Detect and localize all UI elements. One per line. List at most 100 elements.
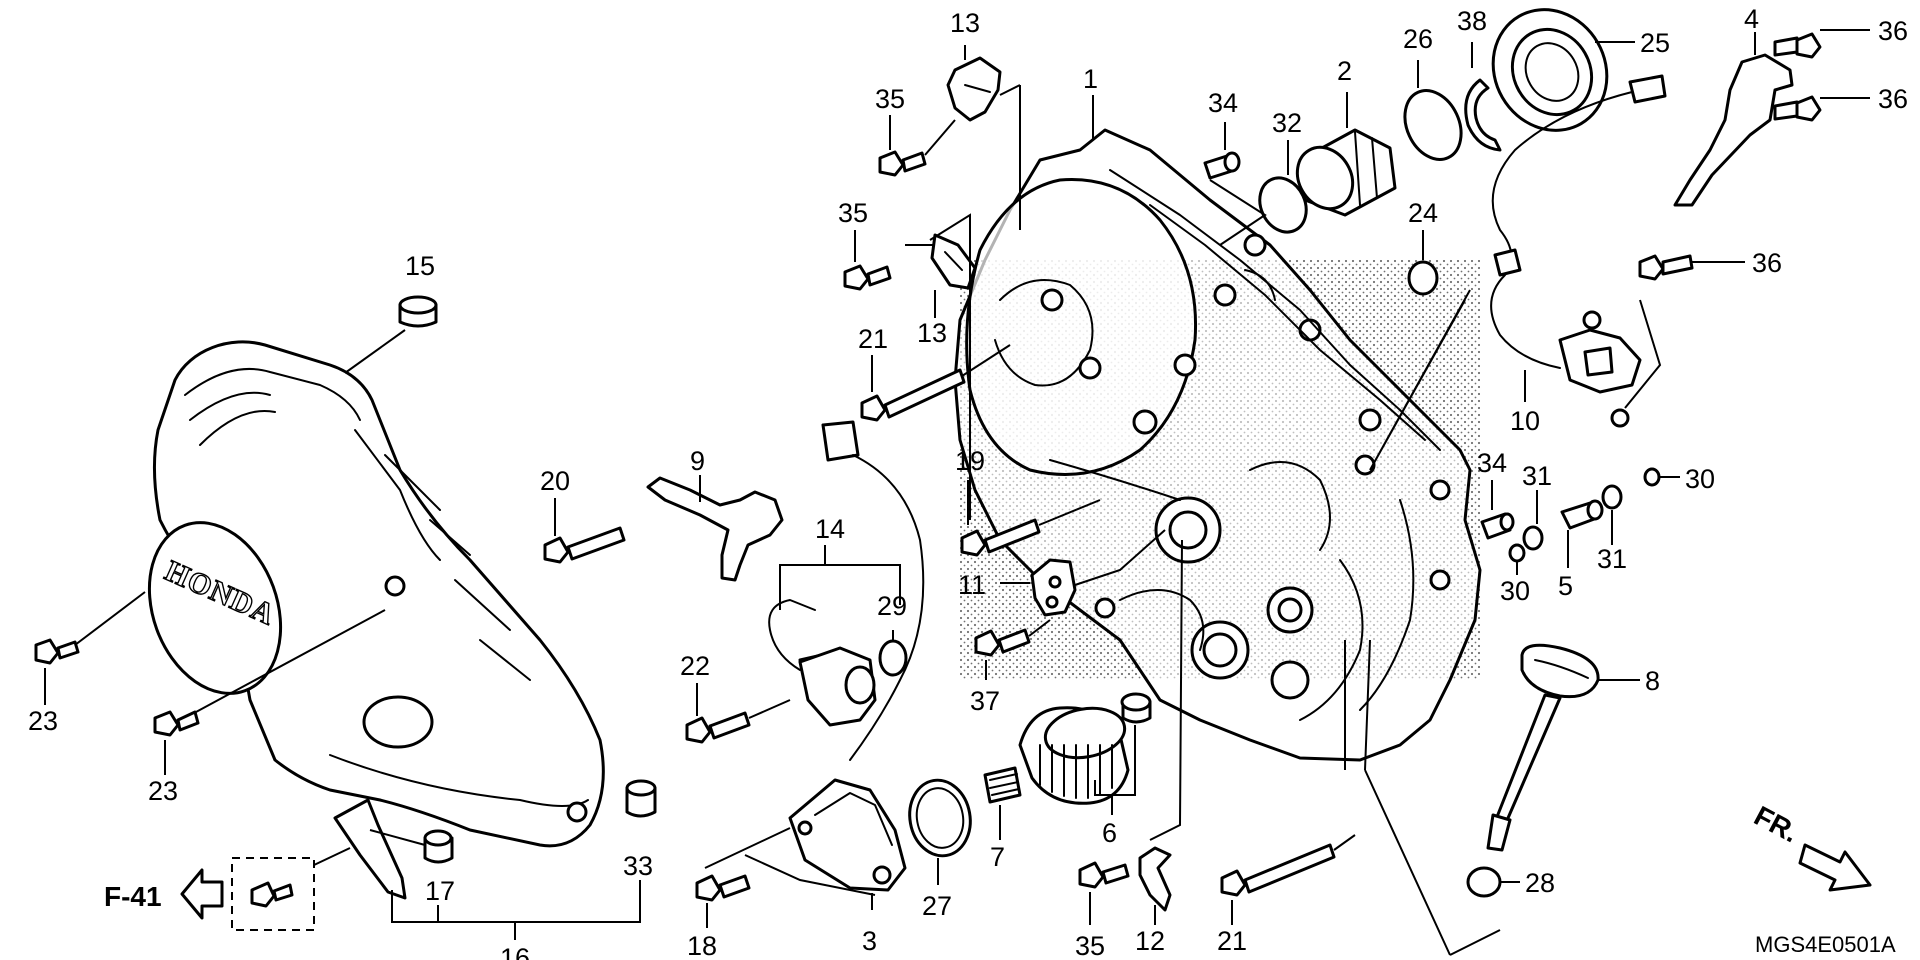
callout-31-lower: 31 — [1597, 544, 1627, 574]
callouts: 1 2 3 4 5 6 7 8 9 10 11 12 13 13 14 15 1… — [28, 4, 1908, 960]
arrow-left-icon — [180, 868, 224, 920]
bolt-35-bottom — [1078, 861, 1130, 889]
filter-cover-3 — [788, 778, 907, 892]
bracket-9 — [646, 476, 784, 582]
dowel-34-right — [1480, 512, 1515, 540]
callout-36-a: 36 — [1878, 16, 1908, 46]
plate-16 — [333, 798, 407, 900]
callout-32: 32 — [1272, 108, 1302, 138]
callout-35-middle: 35 — [838, 198, 868, 228]
callout-23-lower: 23 — [148, 776, 178, 806]
callout-6: 6 — [1102, 818, 1117, 848]
bolt-5 — [1560, 499, 1604, 530]
bearing-25 — [1491, 8, 1609, 132]
bolt-36-b — [1773, 95, 1822, 122]
sensor-10 — [1490, 74, 1667, 428]
front-arrow-icon — [1798, 843, 1872, 892]
callout-9: 9 — [690, 446, 705, 476]
o-ring-27 — [908, 778, 972, 858]
callout-13-lower: 13 — [917, 318, 947, 348]
callout-35-bottom: 35 — [1075, 931, 1105, 960]
bolt-36-c — [1638, 254, 1694, 281]
snap-ring-38 — [1464, 78, 1502, 152]
oil-filter-6 — [1018, 706, 1130, 805]
callout-21-upper: 21 — [858, 324, 888, 354]
callout-30-right: 30 — [1685, 464, 1715, 494]
washer-31-b — [1601, 484, 1623, 510]
o-ring-28 — [1466, 866, 1502, 898]
callout-37: 37 — [970, 686, 1000, 716]
callout-10: 10 — [1510, 406, 1540, 436]
washer-30-a — [1643, 467, 1661, 487]
callout-36-b: 36 — [1878, 84, 1908, 114]
washer-31-a — [1522, 525, 1544, 551]
callout-3: 3 — [862, 926, 877, 956]
dipstick-8 — [1486, 643, 1600, 852]
callout-34-right: 34 — [1477, 448, 1507, 478]
callout-22: 22 — [680, 651, 710, 681]
callout-1: 1 — [1083, 64, 1098, 94]
callout-7: 7 — [990, 842, 1005, 872]
callout-2: 2 — [1337, 56, 1352, 86]
left-crankcase-cover: HONDA — [147, 340, 605, 848]
bolt-35-top — [878, 150, 927, 177]
callout-33: 33 — [623, 851, 653, 881]
bracket-4 — [1673, 53, 1794, 207]
bolt-23-lower — [153, 710, 200, 737]
dowel-34-top — [1203, 151, 1241, 180]
callout-15: 15 — [405, 251, 435, 281]
bracket-13-lower — [930, 233, 977, 290]
callout-4: 4 — [1744, 4, 1759, 34]
callout-16: 16 — [500, 943, 530, 960]
callout-31-upper: 31 — [1522, 461, 1552, 491]
o-ring-26 — [1403, 89, 1463, 161]
callout-5: 5 — [1558, 571, 1573, 601]
callout-34-top: 34 — [1208, 88, 1238, 118]
spring-7 — [983, 766, 1022, 804]
grommet-17 — [423, 829, 454, 864]
front-label: FR. — [1749, 800, 1803, 849]
o-ring-29 — [878, 639, 908, 677]
right-crankcase-cover — [953, 128, 1482, 762]
washer-30-b — [1508, 543, 1526, 563]
callout-19: 19 — [955, 446, 985, 476]
callout-14: 14 — [815, 514, 845, 544]
callout-25: 25 — [1640, 28, 1670, 58]
callout-23-upper: 23 — [28, 706, 58, 736]
callout-28: 28 — [1525, 868, 1555, 898]
ref-box — [231, 857, 315, 931]
bolt-18 — [695, 874, 751, 902]
callout-26: 26 — [1403, 24, 1433, 54]
diagram-code: MGS4E0501A — [1755, 932, 1896, 957]
clip-12 — [1138, 846, 1172, 912]
bolt-22 — [685, 711, 751, 744]
callout-12: 12 — [1135, 926, 1165, 956]
callout-20: 20 — [540, 466, 570, 496]
callout-38: 38 — [1457, 6, 1487, 36]
washer-24 — [1407, 260, 1439, 296]
grommet-15 — [398, 295, 438, 328]
bracket-13-upper — [946, 56, 1002, 122]
callout-29: 29 — [877, 591, 907, 621]
bolt-37 — [974, 628, 1031, 657]
callout-17: 17 — [425, 876, 455, 906]
collar-33 — [625, 779, 657, 818]
callout-11: 11 — [958, 570, 986, 600]
bolt-36-a — [1773, 32, 1822, 59]
cap-2 — [1295, 128, 1397, 217]
callout-35-top: 35 — [875, 84, 905, 114]
ref-page-f41: F-41 — [104, 881, 162, 912]
bolt-19 — [960, 518, 1041, 557]
washer-6 — [1120, 692, 1152, 724]
bolt-20 — [543, 526, 626, 564]
callout-24: 24 — [1408, 198, 1438, 228]
bolt-35-middle — [843, 264, 892, 291]
sensor-14 — [768, 420, 925, 761]
bolt-23-upper — [34, 638, 80, 665]
bolt-21-lower — [1220, 843, 1336, 897]
screw-in-ref-box — [250, 881, 294, 908]
callout-8: 8 — [1645, 666, 1660, 696]
callout-27: 27 — [922, 891, 952, 921]
callout-36-c: 36 — [1752, 248, 1782, 278]
